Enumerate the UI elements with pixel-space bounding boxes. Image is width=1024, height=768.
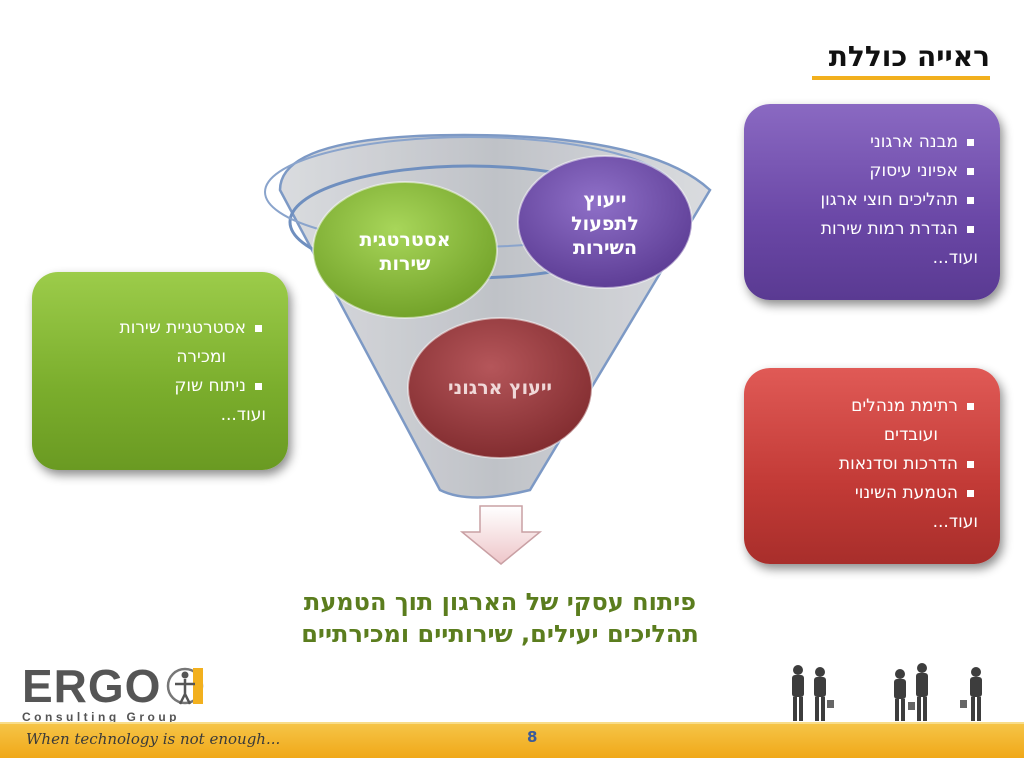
page-number: 8	[527, 728, 538, 746]
list-item: ניתוח שוק	[42, 372, 266, 401]
circle-strategy-label: אסטרטגית שירות	[359, 229, 451, 275]
list-item: הטמעת השינוי	[754, 479, 978, 508]
logo-main-text: ERGO	[22, 660, 162, 712]
page-title: ראייה כוללת	[828, 40, 990, 73]
conclusion-line-1: פיתוח עסקי של הארגון תוך הטמעת	[303, 588, 697, 616]
conclusion-text: פיתוח עסקי של הארגון תוך הטמעת תהליכים י…	[240, 586, 760, 650]
list-item: תהליכים חוצי ארגון	[754, 186, 978, 215]
footer-bar	[0, 722, 1024, 758]
etc-text: ועוד...	[220, 405, 266, 425]
conclusion-line-2: תהליכים יעילים, שירותיים ומכירתיים	[301, 620, 699, 648]
circle-operations	[517, 155, 693, 289]
green-info-box: אסטרטגיית שירות ומכירה ניתוח שוק ועוד...	[32, 272, 288, 470]
circle-organizational	[407, 317, 593, 459]
circle-strategy	[312, 181, 498, 319]
logo-sub-text: Consulting Group	[22, 710, 180, 724]
purple-info-box: מבנה ארגוני אפיוני עיסוק תהליכים חוצי אר…	[744, 104, 1000, 300]
logo-figure-icon	[167, 667, 204, 705]
circle-operations-label: ייעוץ לתפעול השירות	[571, 189, 639, 259]
funnel-diagram	[264, 133, 712, 499]
etc-text: ועוד...	[932, 248, 978, 268]
list-item: אסטרטגיית שירות	[42, 314, 266, 343]
ergo-logo: ERGO Consulting Group	[22, 660, 207, 724]
list-item: רתימת מנהלים	[754, 392, 978, 421]
title-underline	[812, 76, 990, 80]
list-item-continuation: ועובדים	[883, 425, 938, 445]
list-item: אפיוני עיסוק	[754, 157, 978, 186]
business-people-image	[792, 663, 982, 721]
circle-organizational-label: ייעוץ ארגוני	[447, 377, 553, 399]
red-info-box: רתימת מנהלים ועובדים הדרכות וסדנאות הטמע…	[744, 368, 1000, 564]
list-item: הדרכות וסדנאות	[754, 450, 978, 479]
down-arrow-icon	[459, 505, 543, 565]
etc-text: ועוד...	[932, 512, 978, 532]
footer-divider	[0, 722, 1024, 724]
list-item: מבנה ארגוני	[754, 128, 978, 157]
list-item: הגדרת רמות שירות	[754, 215, 978, 244]
list-item-continuation: ומכירה	[176, 347, 226, 367]
footer-tagline: When technology is not enough...	[26, 730, 281, 748]
